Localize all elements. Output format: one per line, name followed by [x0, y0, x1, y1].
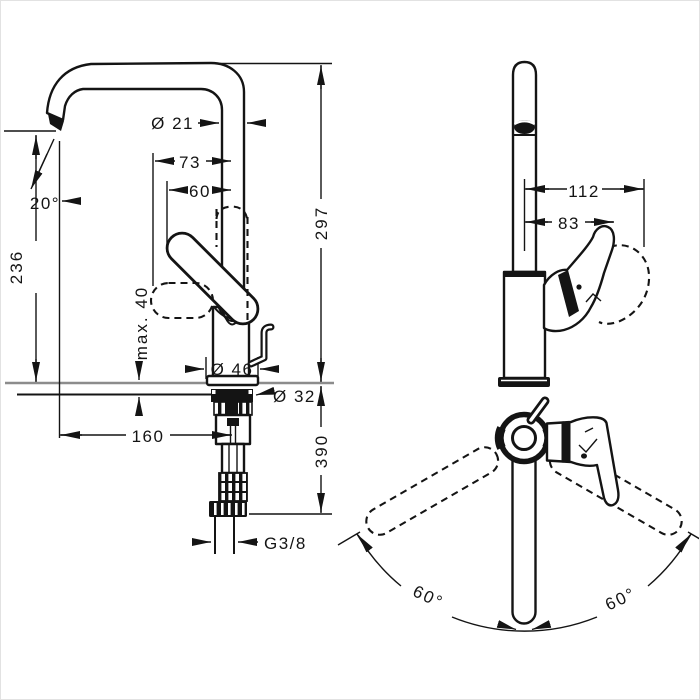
front-spout-opening — [514, 120, 535, 134]
nut-slit-2 — [221, 503, 224, 515]
dim-handle-projection-label: 60 — [189, 182, 211, 201]
swivel-arc — [337, 531, 699, 632]
spout-opening-highlight — [513, 120, 536, 125]
front-view: 112 83 — [498, 60, 651, 387]
spout-swivel-left-dashed — [365, 446, 500, 536]
dim-max-counter-thickness-label: max. 40 — [132, 286, 151, 360]
front-handle-alt-dashed — [598, 244, 651, 325]
hose-coupling — [218, 472, 248, 502]
dim-spout-outlet-height-label: 236 — [7, 250, 26, 284]
dim-spout-outlet-angle-label: 20° — [30, 194, 60, 213]
front-body — [502, 270, 547, 380]
mounting-stack — [209, 389, 253, 554]
shank-d32 — [211, 389, 253, 402]
mounting-tab — [227, 418, 239, 426]
front-handle-band — [558, 270, 579, 317]
front-body-top-band — [504, 271, 545, 277]
threaded-stem — [220, 442, 246, 475]
arc-tick-right — [687, 531, 699, 540]
top-spout — [511, 444, 537, 625]
top-handle-grip — [561, 416, 620, 507]
side-view: Ø 21 73 60 297 236 — [4, 61, 334, 554]
front-handle — [542, 224, 616, 333]
lever-handle-side — [165, 231, 260, 326]
front-handle-chevron — [585, 293, 602, 303]
top-handle — [545, 416, 620, 507]
nut-slit-4 — [235, 503, 238, 515]
ring-thick-left — [494, 426, 506, 450]
dim-swivel-right-label: 60° — [602, 584, 639, 615]
spline-center — [228, 402, 238, 415]
dim-d32-leader-arrow — [255, 386, 276, 396]
arc-arrow-center-right — [531, 620, 552, 631]
top-handle-check-mark — [578, 438, 598, 454]
nut-slit-5 — [242, 503, 245, 515]
top-handle-band — [561, 421, 571, 463]
dim-spout-reach-label: 160 — [132, 427, 165, 446]
nut-slit-3 — [228, 503, 231, 515]
arc-arrow-right — [675, 534, 691, 553]
front-handle-dot — [576, 284, 582, 290]
arc-tick-left — [337, 531, 361, 546]
dim-swivel-left-label: 60° — [410, 582, 447, 613]
handle-alt-positions-dashed — [149, 205, 249, 321]
pull-rod-core — [249, 325, 273, 366]
top-handle-neck — [545, 421, 565, 463]
shank-notch-right — [248, 390, 252, 394]
side-view-dimensions: Ø 21 73 60 297 236 — [7, 65, 331, 553]
dim-hose-length-label: 390 — [312, 434, 331, 468]
front-base-plinth — [498, 377, 550, 387]
dim-spout-pipe-diameter-label: Ø 21 — [151, 114, 194, 133]
dim-shank-diameter-label: Ø 32 — [273, 387, 316, 406]
arc-arrow-center-left — [496, 620, 517, 631]
nut-slit-1 — [214, 503, 217, 515]
arc-seg-2 — [451, 616, 598, 632]
angle-20-arrow-left — [30, 153, 48, 190]
dim-total-height-label: 297 — [312, 206, 331, 240]
dim-connection-thread-label: G3/8 — [264, 534, 307, 553]
dim-handle-extent-label: 83 — [558, 214, 580, 233]
dim-handle-projection-max-label: 73 — [179, 153, 201, 172]
shank-notch-left — [212, 390, 216, 394]
arc-arrow-left — [357, 534, 373, 553]
top-handle-dash — [584, 427, 594, 433]
front-view-dimensions: 112 83 — [523, 179, 645, 251]
handle-up-dash-top — [215, 205, 249, 222]
dim-base-diameter-label: Ø 46 — [211, 360, 254, 379]
lever-pin-core — [529, 399, 547, 422]
dim-handle-extent-max-label: 112 — [568, 182, 600, 201]
aerator-outlet — [48, 114, 64, 131]
top-handle-dot — [581, 453, 587, 459]
top-pivot-ring — [511, 425, 537, 451]
handle-down-dash — [149, 281, 215, 320]
base-escutcheon — [205, 374, 260, 387]
top-view: 60° 60° — [337, 396, 699, 632]
